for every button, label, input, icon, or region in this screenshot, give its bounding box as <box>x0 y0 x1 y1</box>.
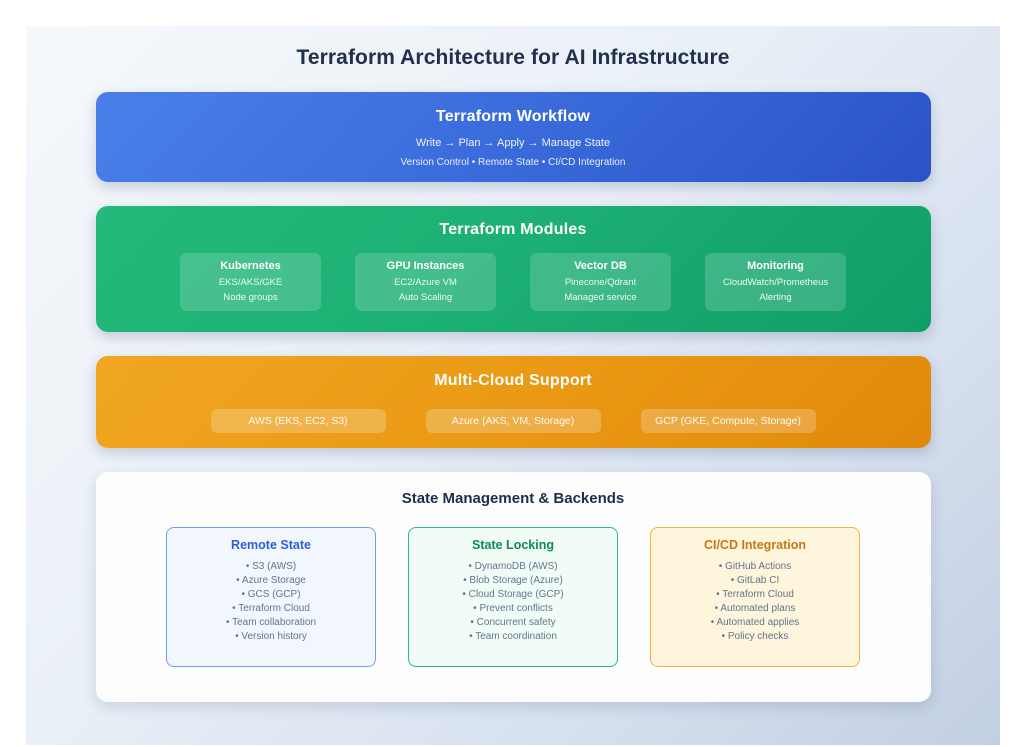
module-card-monitoring[interactable]: Monitoring CloudWatch/Prometheus Alertin… <box>705 253 846 311</box>
module-detail-line2: Auto Scaling <box>398 292 453 303</box>
multicloud-title: Multi-Cloud Support <box>434 372 592 389</box>
state-list-item: • Team collaboration <box>225 617 317 628</box>
cloud-provider-row: AWS (EKS, EC2, S3) Azure (AKS, VM, Stora… <box>96 409 931 433</box>
module-detail-line1: CloudWatch/Prometheus <box>722 277 829 288</box>
state-list-item: • Terraform Cloud <box>716 589 794 600</box>
multi-cloud-support-band: Multi-Cloud Support AWS (EKS, EC2, S3) A… <box>95 356 931 448</box>
state-list-item: • Azure Storage <box>236 575 306 586</box>
state-card-title: State Locking <box>472 538 554 552</box>
terraform-modules-band: Terraform Modules Kubernetes EKS/AKS/GKE… <box>95 206 931 332</box>
state-card-remote-state[interactable]: Remote State • S3 (AWS) • Azure Storage … <box>166 527 376 667</box>
state-list-item: • Automated applies <box>710 617 800 628</box>
state-list-item: • GitHub Actions <box>718 561 792 572</box>
state-card-row: Remote State • S3 (AWS) • Azure Storage … <box>96 527 931 667</box>
module-detail-line2: Managed service <box>564 292 637 303</box>
state-list-item: • Cloud Storage (GCP) <box>462 589 564 600</box>
module-card-gpu-instances[interactable]: GPU Instances EC2/Azure VM Auto Scaling <box>355 253 496 311</box>
state-card-title: Remote State <box>231 538 311 552</box>
terraform-workflow-band: Terraform Workflow Write → Plan → Apply … <box>95 92 931 182</box>
state-list-item: • Version history <box>235 631 307 642</box>
state-list-item: • Automated plans <box>714 603 796 614</box>
diagram-canvas: Terraform Architecture for AI Infrastruc… <box>26 26 1000 745</box>
module-name: GPU Instances <box>386 260 465 272</box>
module-card-vector-db[interactable]: Vector DB Pinecone/Qdrant Managed servic… <box>530 253 671 311</box>
module-card-row: Kubernetes EKS/AKS/GKE Node groups GPU I… <box>96 253 931 311</box>
module-name: Vector DB <box>574 260 627 272</box>
state-list-item: • S3 (AWS) <box>245 561 297 572</box>
state-list-item: • Blob Storage (Azure) <box>463 575 563 586</box>
state-list-item: • Prevent conflicts <box>473 603 553 614</box>
state-list-item: • Concurrent safety <box>470 617 556 628</box>
module-detail-line2: Alerting <box>759 292 792 303</box>
cloud-provider-aws[interactable]: AWS (EKS, EC2, S3) <box>210 409 386 433</box>
module-name: Monitoring <box>747 260 804 272</box>
workflow-title: Terraform Workflow <box>435 108 591 125</box>
modules-title: Terraform Modules <box>439 221 587 238</box>
state-list-item: • GCS (GCP) <box>241 589 301 600</box>
workflow-flow-text: Write → Plan → Apply → Manage State <box>415 137 611 149</box>
workflow-features-text: Version Control • Remote State • CI/CD I… <box>400 157 626 168</box>
state-card-state-locking[interactable]: State Locking • DynamoDB (AWS) • Blob St… <box>408 527 618 667</box>
state-card-title: CI/CD Integration <box>703 538 807 552</box>
state-card-cicd-integration[interactable]: CI/CD Integration • GitHub Actions • Git… <box>650 527 860 667</box>
page-title: Terraform Architecture for AI Infrastruc… <box>296 46 730 69</box>
module-name: Kubernetes <box>220 260 281 272</box>
cloud-provider-azure[interactable]: Azure (AKS, VM, Storage) <box>425 409 601 433</box>
module-detail-line1: EC2/Azure VM <box>394 277 457 288</box>
module-detail-line2: Node groups <box>223 292 278 303</box>
module-detail-line1: Pinecone/Qdrant <box>564 277 637 288</box>
state-management-panel: State Management & Backends Remote State… <box>95 472 931 702</box>
state-list-item: • GitLab CI <box>730 575 780 586</box>
state-management-title: State Management & Backends <box>401 490 625 507</box>
state-list-item: • DynamoDB (AWS) <box>468 561 558 572</box>
module-card-kubernetes[interactable]: Kubernetes EKS/AKS/GKE Node groups <box>180 253 321 311</box>
state-list-item: • Terraform Cloud <box>232 603 310 614</box>
state-list-item: • Team coordination <box>469 631 557 642</box>
state-list-item: • Policy checks <box>721 631 789 642</box>
cloud-provider-gcp[interactable]: GCP (GKE, Compute, Storage) <box>640 409 816 433</box>
module-detail-line1: EKS/AKS/GKE <box>218 277 283 288</box>
